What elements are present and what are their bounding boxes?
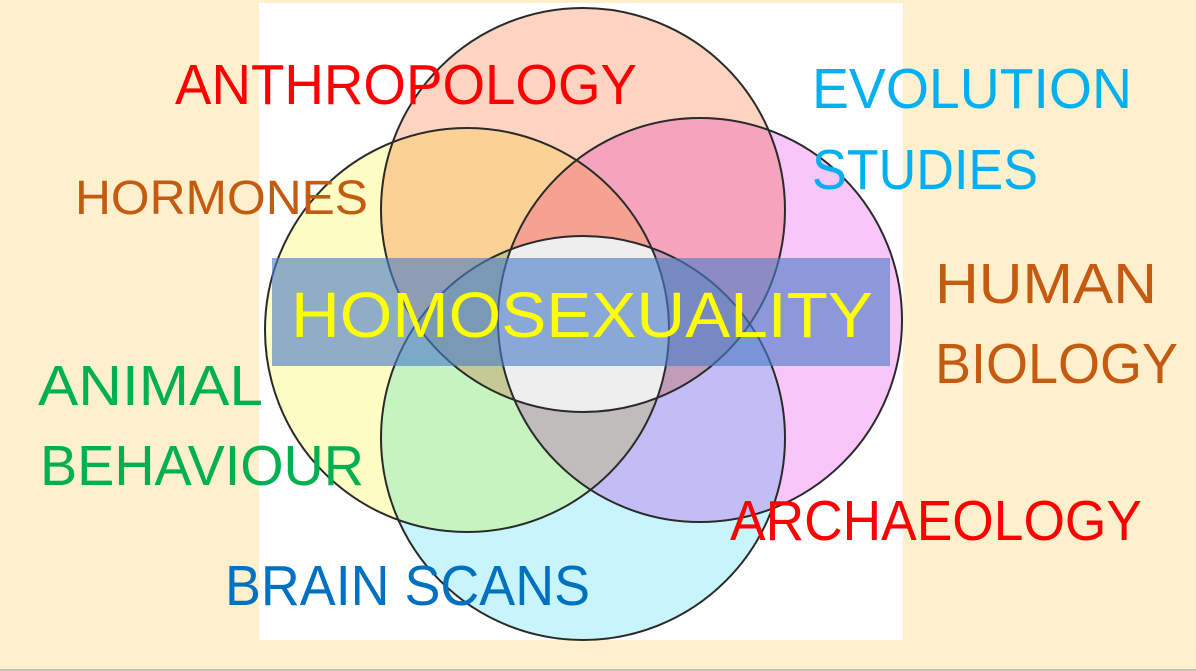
label-animal-line1: ANIMAL	[38, 354, 263, 418]
label-human-line2: BIOLOGY	[935, 332, 1178, 396]
label-human-line1: HUMAN	[935, 252, 1157, 316]
label-anthropology: ANTHROPOLOGY	[175, 53, 637, 117]
label-brain-scans: BRAIN SCANS	[225, 554, 590, 618]
label-evolution-line2: STUDIES	[812, 138, 1038, 202]
label-evolution-line1: EVOLUTION	[812, 57, 1132, 121]
label-archaeology: ARCHAEOLOGY	[730, 489, 1142, 553]
label-animal-line2: BEHAVIOUR	[40, 434, 364, 498]
title: HOMOSEXUALITY	[291, 279, 873, 351]
label-hormones: HORMONES	[75, 172, 368, 225]
title-banner	[272, 258, 890, 366]
